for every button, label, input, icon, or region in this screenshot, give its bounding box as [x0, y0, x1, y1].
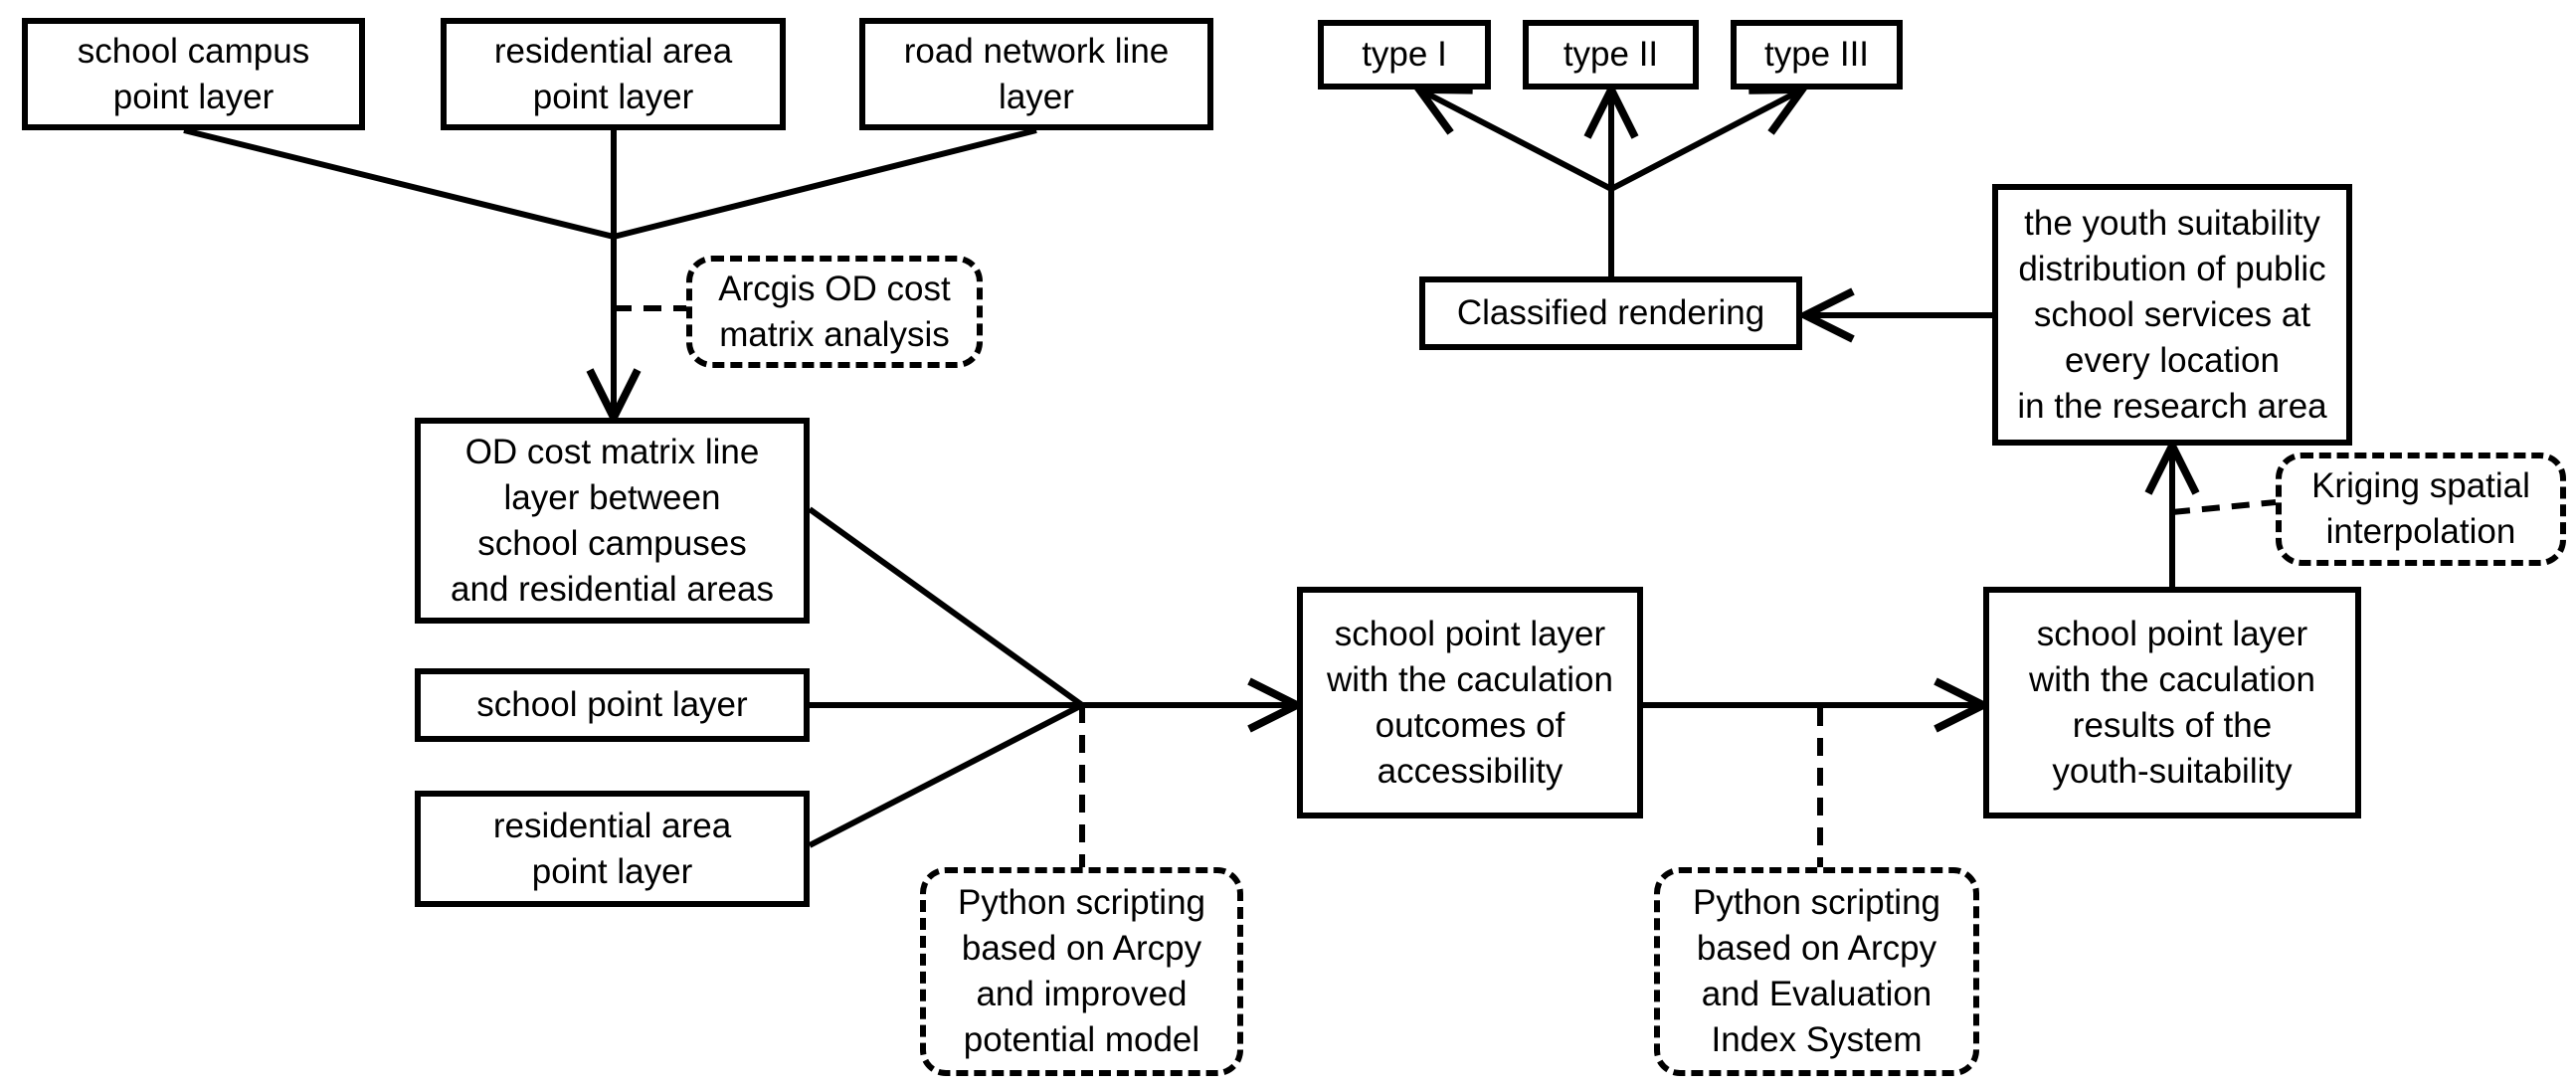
arrow-to-type-iii — [1609, 90, 1802, 192]
type-i-label: type I — [1362, 35, 1447, 74]
school-campus-point-layer-node: school campus point layer — [22, 18, 365, 130]
connector-residential-bottom-to-merge — [808, 702, 1084, 848]
kriging-interpolation-note: Kriging spatial interpolation — [2276, 453, 2566, 566]
residential-area-point-layer-bottom-label: residential area point layer — [492, 806, 732, 891]
residential-area-point-layer-top-label: residential area point layer — [493, 31, 733, 116]
classified-rendering-label: Classified rendering — [1456, 293, 1765, 332]
python-evaluation-index-label: Python scripting based on Arcpy and Eval… — [1692, 883, 1941, 1059]
arcgis-od-cost-matrix-label: Arcgis OD cost matrix analysis — [718, 269, 951, 354]
od-cost-matrix-line-layer-label: OD cost matrix line layer between school… — [451, 432, 774, 609]
python-evaluation-index-note: Python scripting based on Arcpy and Eval… — [1654, 867, 1979, 1076]
python-improved-potential-note: Python scripting based on Arcpy and impr… — [920, 867, 1243, 1076]
road-network-line-layer-node: road network line layer — [859, 18, 1213, 130]
classified-rendering-node: Classified rendering — [1419, 276, 1802, 350]
type-ii-label: type II — [1563, 35, 1659, 74]
youth-suitability-results-node: school point layer with the caculation r… — [1983, 587, 2361, 818]
school-campus-point-layer-label: school campus point layer — [77, 31, 310, 116]
type-i-node: type I — [1318, 20, 1491, 90]
arrow-to-type-i — [1419, 90, 1613, 192]
python-improved-potential-label: Python scripting based on Arcpy and impr… — [957, 883, 1206, 1059]
kriging-interpolation-label: Kriging spatial interpolation — [2311, 466, 2530, 551]
type-iii-label: type III — [1763, 35, 1870, 74]
connector-road-to-merge — [613, 127, 1037, 240]
connector-campus-to-merge — [183, 127, 615, 240]
od-cost-matrix-line-layer-node: OD cost matrix line layer between school… — [415, 418, 810, 624]
type-iii-node: type III — [1731, 20, 1903, 90]
residential-area-point-layer-top-node: residential area point layer — [441, 18, 786, 130]
accessibility-outcomes-label: school point layer with the caculation o… — [1327, 614, 1613, 791]
accessibility-outcomes-node: school point layer with the caculation o… — [1297, 587, 1643, 818]
road-network-line-layer-label: road network line layer — [903, 31, 1170, 116]
dashed-kriging-connector — [2171, 499, 2277, 515]
residential-area-point-layer-bottom-node: residential area point layer — [415, 791, 810, 907]
arcgis-od-cost-matrix-note: Arcgis OD cost matrix analysis — [686, 256, 983, 368]
type-ii-node: type II — [1523, 20, 1699, 90]
youth-suitability-results-label: school point layer with the caculation r… — [2029, 614, 2315, 791]
school-point-layer-label: school point layer — [476, 685, 748, 724]
youth-suitability-distribution-label: the youth suitability distribution of pu… — [2017, 203, 2327, 426]
school-point-layer-node: school point layer — [415, 668, 810, 742]
youth-suitability-distribution-node: the youth suitability distribution of pu… — [1992, 184, 2352, 446]
connector-od-matrix-to-merge — [808, 506, 1084, 708]
